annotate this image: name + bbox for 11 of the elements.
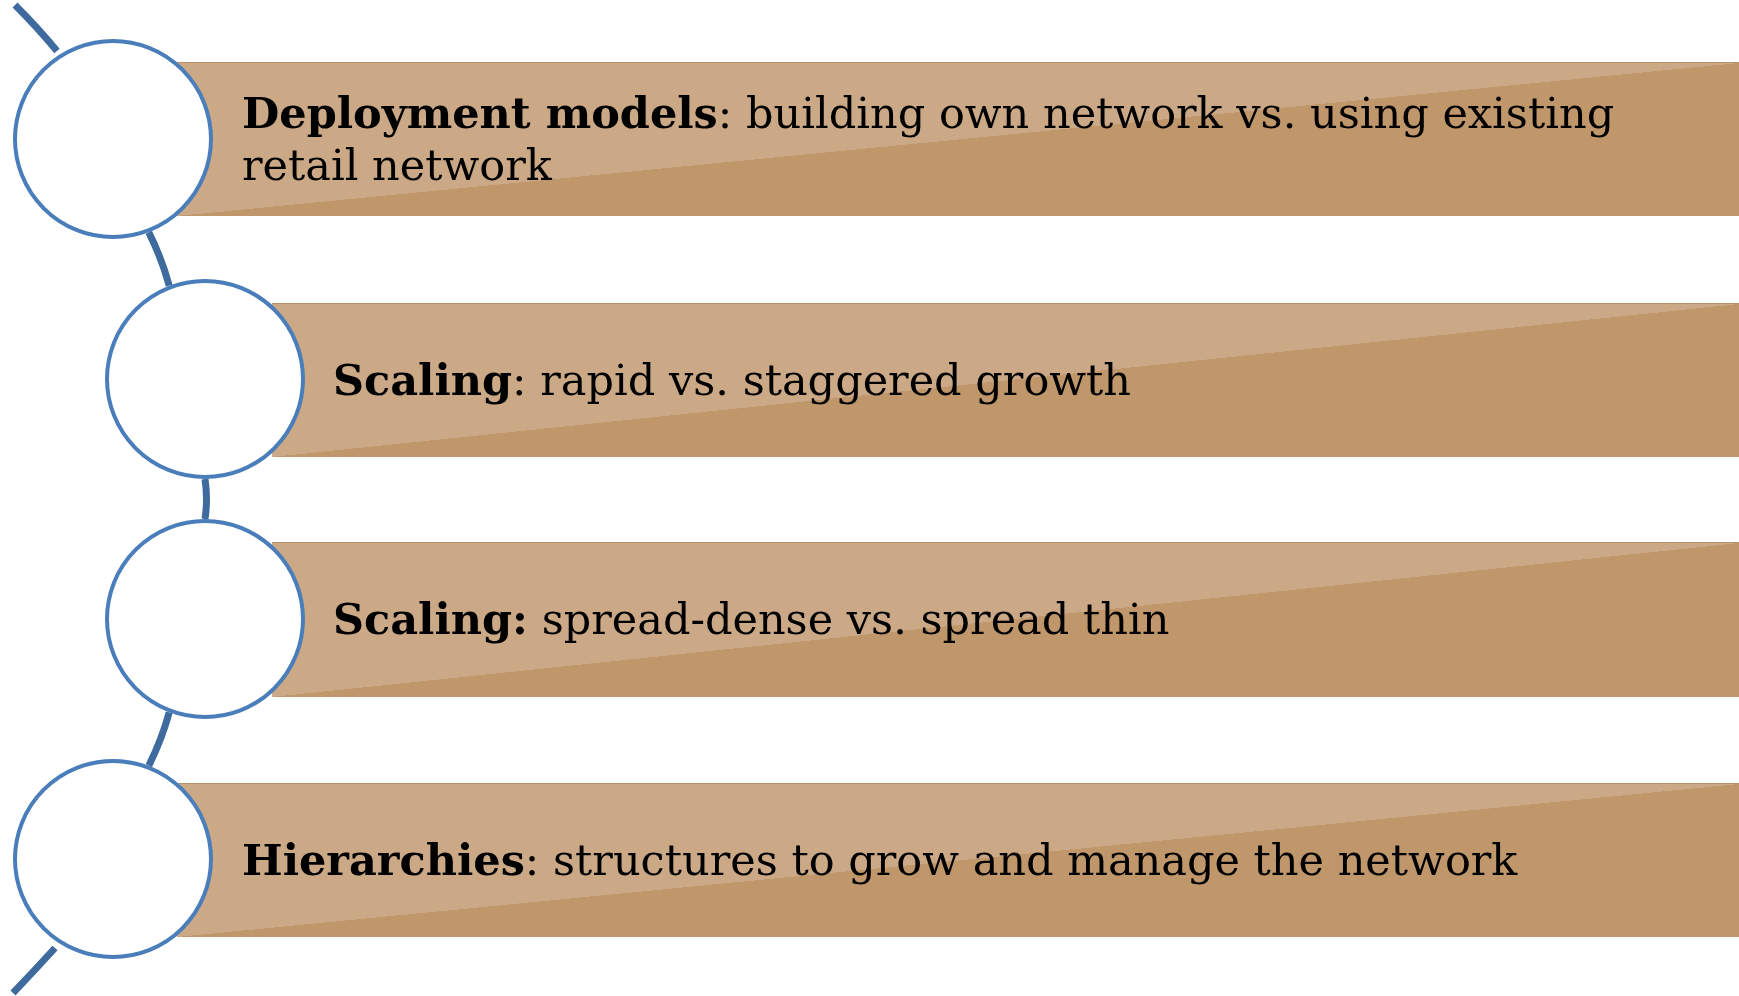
item-text: Scaling: rapid vs. staggered growth (333, 354, 1132, 407)
item-text: Scaling: spread-dense vs. spread thin (333, 594, 1170, 646)
list-band (272, 303, 1739, 457)
connector-line (201, 478, 210, 520)
item-text: Deployment models: building own network vs. using existing retail network (242, 87, 1616, 192)
connector-line (145, 711, 173, 768)
connector-line (145, 230, 173, 287)
list-band (177, 783, 1739, 937)
item-text: Hierarchies: structures to grow and manage the network (242, 834, 1518, 887)
list-band (177, 62, 1739, 216)
list-band (272, 542, 1739, 697)
